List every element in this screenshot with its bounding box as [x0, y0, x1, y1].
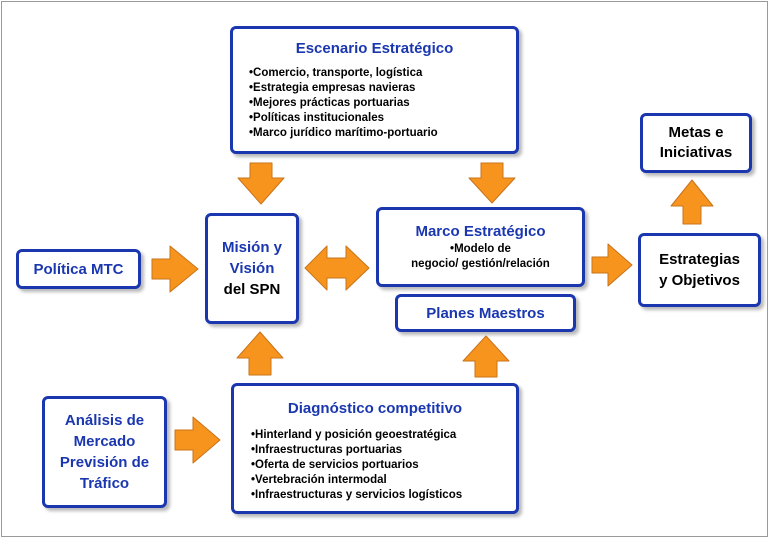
list-item: Vertebración intermodal: [251, 473, 516, 488]
list-item: Comercio, transporte, logística: [249, 66, 516, 81]
arrow-down-icon: [237, 162, 285, 205]
planes-maestros-box: Planes Maestros: [395, 294, 576, 332]
arrow-right-icon: [151, 245, 199, 293]
metas-line2: Iniciativas: [659, 144, 733, 161]
arrow-up-icon: [670, 179, 714, 225]
arrow-right-icon: [174, 416, 221, 464]
arrow-up-icon: [462, 335, 510, 378]
politica-mtc-box: Política MTC: [16, 249, 141, 289]
list-item: Mejores prácticas portuarias: [249, 96, 516, 111]
escenario-estrategico-box: Escenario Estratégico Comercio, transpor…: [230, 26, 519, 154]
estrategias-line1: Estrategias: [659, 251, 740, 268]
marco-line2: negocio/ gestión/relación: [411, 257, 550, 270]
list-item: Infraestructuras y servicios logísticos: [251, 488, 516, 503]
metas-iniciativas-box: Metas e Iniciativas: [640, 113, 752, 173]
escenario-title: Escenario Estratégico: [295, 40, 454, 57]
list-item: Hinterland y posición geoestratégica: [251, 428, 516, 443]
marco-line1: •Modelo de: [450, 242, 511, 255]
mision-vision-box: Misión y Visión del SPN: [205, 213, 299, 324]
arrow-up-icon: [236, 331, 284, 376]
analisis-mercado-box: Análisis de Mercado Previsión de Tráfico: [42, 396, 167, 508]
list-item: Políticas institucionales: [249, 111, 516, 126]
diagnostico-list: Hinterland y posición geoestratégica Inf…: [251, 428, 516, 503]
diagnostico-competitivo-box: Diagnóstico competitivo Hinterland y pos…: [231, 383, 519, 514]
diagnostico-title: Diagnóstico competitivo: [287, 400, 463, 417]
marco-estrategico-box: Marco Estratégico •Modelo de negocio/ ge…: [376, 207, 585, 287]
arrow-double-icon: [304, 245, 370, 291]
analisis-line3: Previsión de: [59, 454, 150, 471]
estrategias-objetivos-box: Estrategias y Objetivos: [638, 233, 761, 307]
politica-label: Política MTC: [33, 260, 124, 278]
marco-title: Marco Estratégico: [415, 222, 546, 240]
estrategias-line2: y Objetivos: [659, 272, 740, 289]
arrow-down-icon: [468, 162, 516, 204]
analisis-line4: Tráfico: [79, 475, 130, 492]
arrow-right-icon: [591, 243, 633, 287]
analisis-line2: Mercado: [73, 433, 136, 450]
planes-label: Planes Maestros: [426, 304, 545, 322]
list-item: Oferta de servicios portuarios: [251, 458, 516, 473]
list-item: Infraestructuras portuarias: [251, 443, 516, 458]
mision-line1: Misión y: [221, 239, 282, 256]
metas-line1: Metas e: [668, 124, 724, 141]
mision-line3: del SPN: [223, 281, 281, 298]
escenario-list: Comercio, transporte, logística Estrateg…: [249, 66, 516, 141]
mision-line2: Visión: [229, 260, 275, 277]
analisis-line1: Análisis de: [64, 412, 145, 429]
list-item: Estrategia empresas navieras: [249, 81, 516, 96]
list-item: Marco jurídico marítimo-portuario: [249, 126, 516, 141]
